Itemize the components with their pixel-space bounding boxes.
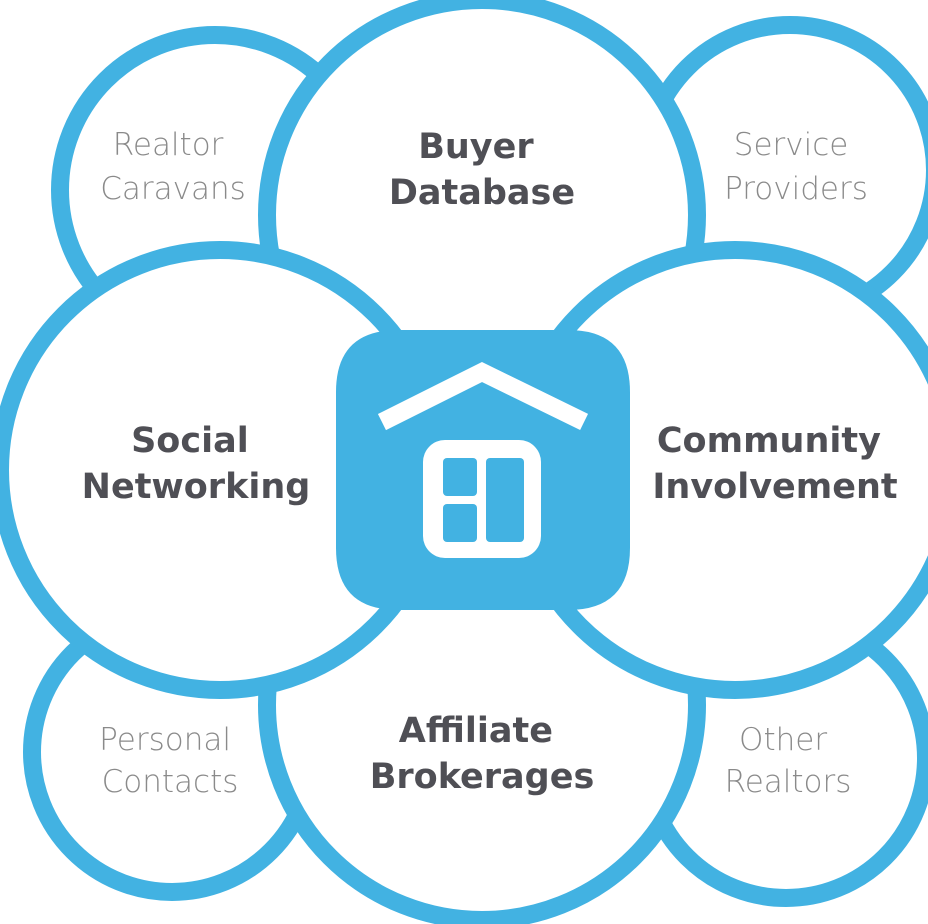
label-personal-contacts-line2: Contacts <box>102 764 239 800</box>
label-realtor-caravans: Realtor Caravans <box>100 127 246 207</box>
label-affiliate-brokerages-line1: Affiliate <box>399 711 553 751</box>
label-other-realtors-line2: Realtors <box>725 764 852 800</box>
label-service-providers: Service Providers <box>724 127 868 207</box>
label-community-involvement-line2: Involvement <box>652 467 897 507</box>
label-realtor-caravans-line1: Realtor <box>113 127 224 163</box>
house-icon <box>336 330 630 610</box>
label-community-involvement-line1: Community <box>657 421 881 461</box>
label-buyer-database-line2: Database <box>389 173 575 213</box>
label-other-realtors: Other Realtors <box>725 722 852 800</box>
label-buyer-database: Buyer Database <box>389 127 575 213</box>
label-personal-contacts: Personal Contacts <box>99 722 241 800</box>
label-community-involvement: Community Involvement <box>652 421 897 507</box>
label-realtor-caravans-line2: Caravans <box>100 171 246 207</box>
label-service-providers-line2: Providers <box>724 171 868 207</box>
label-personal-contacts-line1: Personal <box>99 722 231 758</box>
label-affiliate-brokerages-line2: Brokerages <box>370 757 595 797</box>
label-social-networking-line1: Social <box>131 421 249 461</box>
label-affiliate-brokerages: Affiliate Brokerages <box>370 711 595 797</box>
label-other-realtors-line1: Other <box>739 722 827 758</box>
house-roof <box>377 361 589 431</box>
label-social-networking-line2: Networking <box>82 467 311 507</box>
label-buyer-database-line1: Buyer <box>418 127 534 167</box>
label-social-networking: Social Networking <box>82 421 311 507</box>
house-pane-top-left <box>443 458 477 496</box>
label-service-providers-line1: Service <box>734 127 849 163</box>
house-pane-bottom-left <box>443 504 477 542</box>
house-pane-right <box>486 458 524 542</box>
